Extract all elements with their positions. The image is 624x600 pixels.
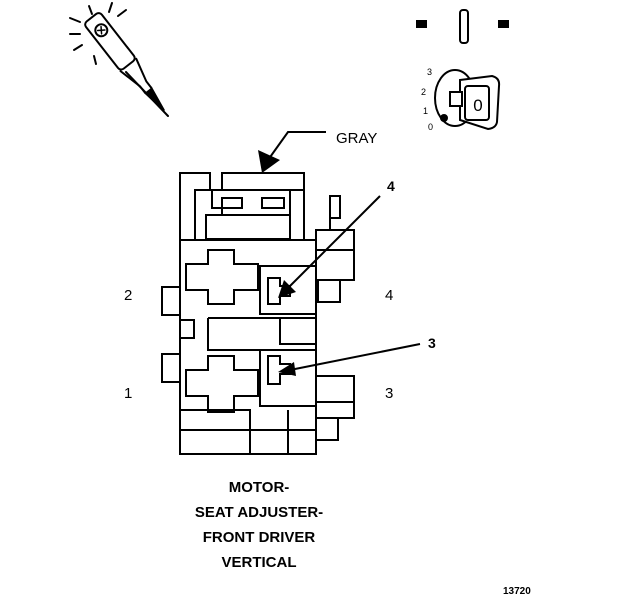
dial-position-0: 0 bbox=[428, 122, 433, 132]
callout-4-arrowhead bbox=[278, 280, 296, 298]
wire-color-arrowhead bbox=[258, 150, 280, 173]
caption-line-4: VERTICAL bbox=[222, 554, 297, 571]
ignition-key-icon bbox=[434, 69, 501, 131]
callout-4-leader bbox=[285, 195, 381, 291]
dial-position-2: 2 bbox=[421, 87, 426, 97]
wire-color-label: GRAY bbox=[336, 130, 377, 147]
wire-color-leader bbox=[267, 131, 326, 161]
off-switch-icon bbox=[416, 9, 509, 44]
pin-label-2: 2 bbox=[124, 287, 132, 304]
key-glyph: 0 bbox=[473, 96, 482, 115]
pin-label-3: 3 bbox=[385, 385, 393, 402]
callout-label-3: 3 bbox=[428, 335, 436, 351]
callout-label-4: 4 bbox=[387, 178, 395, 194]
caption-line-1: MOTOR- bbox=[229, 479, 290, 496]
callout-3-leader bbox=[289, 343, 421, 371]
test-light-probe-icon bbox=[69, 2, 169, 117]
figure-number: 13720 bbox=[503, 586, 531, 597]
pin-label-4: 4 bbox=[385, 287, 393, 304]
dial-position-1: 1 bbox=[423, 106, 428, 116]
connector-body bbox=[161, 172, 355, 455]
callout-3-arrowhead bbox=[278, 362, 296, 376]
caption-line-3: FRONT DRIVER bbox=[203, 529, 316, 546]
pin-label-1: 1 bbox=[124, 385, 132, 402]
caption-line-2: SEAT ADJUSTER- bbox=[195, 504, 323, 521]
dial-position-3: 3 bbox=[427, 67, 432, 77]
